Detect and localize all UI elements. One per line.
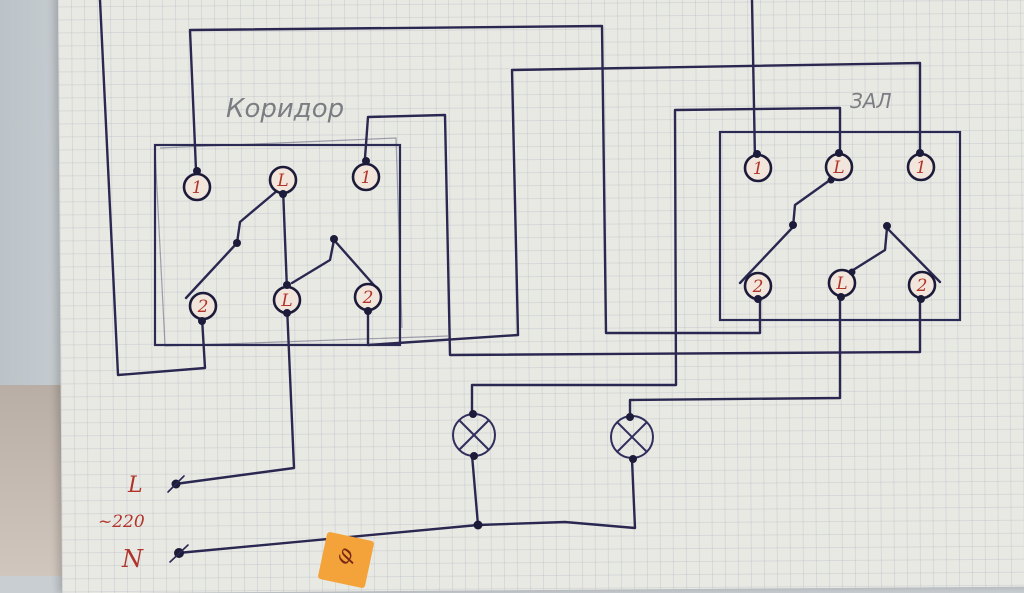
wire-hall-t1-riser	[750, 0, 757, 162]
corridor-terminal-bottom-left: 2	[188, 291, 218, 325]
sticky-note-text: φ	[329, 542, 360, 570]
phase-label: L	[127, 473, 143, 498]
svg-text:2: 2	[362, 288, 374, 308]
hall-terminal-bottom-left: 2	[743, 271, 773, 303]
wire-hall-tl	[470, 106, 842, 417]
hall-terminal-bottom-center: L	[827, 268, 857, 301]
corridor-label: Коридор	[226, 94, 344, 124]
sticky-note: φ	[317, 531, 375, 589]
corridor-terminal-bottom-center: L	[272, 281, 302, 317]
corridor-switch-contacts	[184, 188, 382, 300]
svg-text:L: L	[832, 158, 844, 178]
hall-label: ЗАЛ	[850, 89, 892, 113]
neutral-junction-dot	[473, 520, 483, 530]
corridor-terminal-top-right: 1	[351, 157, 381, 192]
corridor-terminal-top-left: 1	[182, 167, 212, 202]
svg-text:L: L	[280, 291, 292, 311]
wire-corridor-t1-top	[188, 24, 762, 335]
wires	[98, 0, 922, 555]
hall-switch-contacts	[738, 178, 942, 285]
svg-text:1: 1	[192, 178, 203, 198]
corridor-switch-outline-detail	[154, 137, 449, 347]
neutral-label: N	[121, 545, 144, 573]
hall-terminal-top-center: L	[824, 149, 854, 184]
wire-phase	[173, 304, 296, 486]
wire-traveller-top	[510, 61, 922, 337]
svg-text:1: 1	[916, 158, 927, 178]
lamp-2-icon	[610, 413, 654, 463]
wire-lamp1-neutral	[470, 453, 480, 527]
wire-corridor-t1b	[363, 113, 922, 357]
supply-terminal-phase	[167, 475, 185, 493]
voltage-label: ~220	[98, 512, 145, 532]
svg-text:L: L	[835, 274, 847, 294]
corridor-terminal-top-center: L	[268, 165, 298, 198]
hall-terminal-top-right: 1	[906, 149, 936, 182]
wire-hall-bl	[628, 288, 842, 420]
svg-text:1: 1	[361, 168, 372, 188]
hall-terminal-bottom-right: 2	[907, 270, 937, 303]
wiring-diagram: 1 L 1 2 L 2 1 L 1 2 L 2	[98, 0, 962, 573]
svg-text:L: L	[276, 171, 288, 191]
supply-terminal-neutral	[169, 544, 189, 563]
svg-text:2: 2	[197, 297, 209, 317]
wire-corridor-common	[281, 186, 289, 292]
hall-terminal-top-left: 1	[743, 150, 773, 183]
lamp-1-icon	[452, 410, 496, 460]
wire-corridor-b2	[366, 310, 520, 347]
corridor-terminal-bottom-right: 2	[353, 282, 383, 315]
wire-lamp2-neutral	[176, 458, 637, 555]
wire-left-riser	[98, 0, 207, 377]
svg-text:2: 2	[916, 276, 928, 296]
corridor-switch-housing	[153, 143, 402, 347]
svg-text:2: 2	[752, 277, 764, 297]
svg-text:1: 1	[753, 159, 764, 179]
